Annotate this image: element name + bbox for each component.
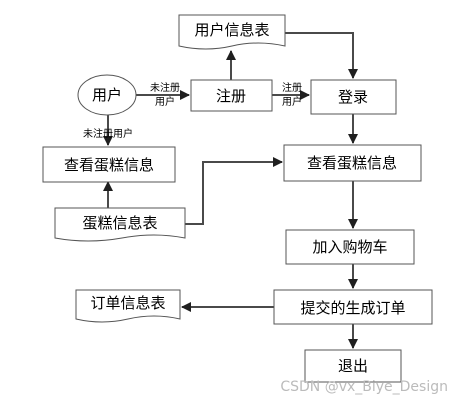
node-user: 用户	[77, 74, 137, 116]
node-logout: 退出	[304, 349, 402, 383]
watermark: CSDN @vx_Biye_Design	[280, 379, 448, 395]
node-submit-order: 提交的生成订单	[273, 289, 433, 325]
node-login-label: 登录	[338, 88, 368, 106]
edge-label-registered-user: 用户	[282, 95, 302, 108]
node-view-cake-left: 查看蛋糕信息	[42, 146, 176, 183]
edge-label-unregistered-user: 未注册用户	[83, 127, 133, 140]
node-cake-info-table-label: 蛋糕信息表	[82, 214, 157, 232]
node-register-label: 注册	[216, 87, 246, 105]
edge-label-user: 用户	[155, 95, 175, 108]
node-register: 注册	[190, 79, 273, 112]
edge-userinfo-to-login	[285, 32, 358, 79]
node-order-info-table: 订单信息表	[75, 289, 181, 323]
node-submit-order-label: 提交的生成订单	[300, 299, 405, 317]
node-view-cake-right-label: 查看蛋糕信息	[307, 154, 397, 172]
edge-label-unregistered: 未注册	[150, 81, 180, 94]
node-login: 登录	[310, 79, 397, 115]
node-user-info-table: 用户信息表	[178, 14, 286, 50]
edge-cakeinfo-to-view-right	[185, 157, 283, 225]
node-add-cart-label: 加入购物车	[312, 238, 387, 256]
node-view-cake-right: 查看蛋糕信息	[283, 144, 422, 182]
node-user-info-table-label: 用户信息表	[194, 21, 269, 39]
node-order-info-table-label: 订单信息表	[90, 294, 165, 312]
node-add-cart: 加入购物车	[285, 229, 415, 265]
edge-label-registered: 注册	[282, 81, 302, 94]
node-cake-info-table: 蛋糕信息表	[54, 207, 186, 242]
node-view-cake-left-label: 查看蛋糕信息	[64, 156, 154, 174]
node-logout-label: 退出	[338, 357, 368, 375]
node-user-label: 用户	[92, 86, 122, 104]
